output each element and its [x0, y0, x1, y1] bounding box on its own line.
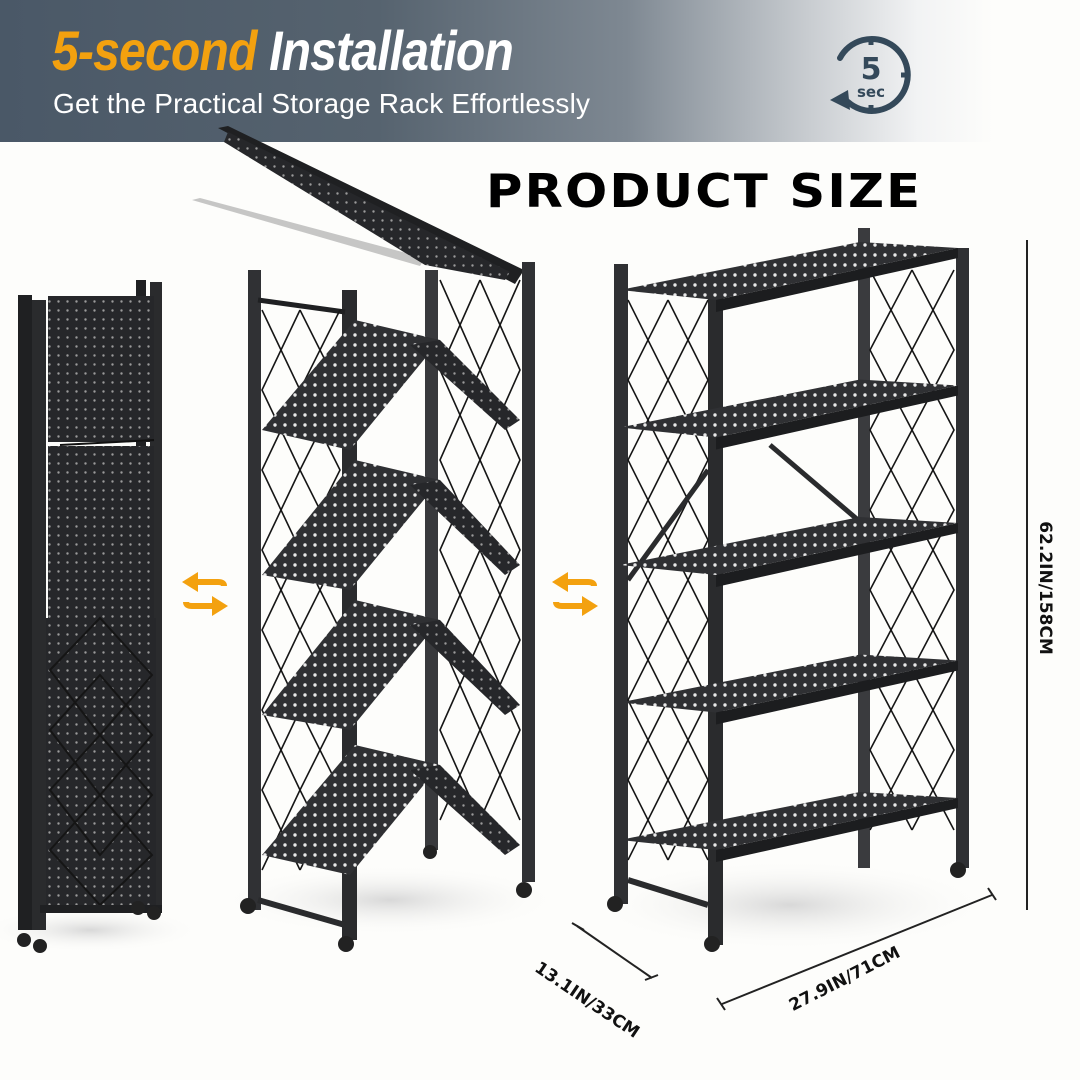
title-rest: Installation — [269, 19, 514, 82]
swap-arrows-icon — [182, 572, 228, 616]
timer-5-sec-icon: 5 sec — [830, 35, 911, 114]
height-dimension-label: 62.2IN/158CM — [1035, 521, 1055, 655]
shelf-edge — [716, 248, 958, 312]
timer-unit: sec — [857, 83, 885, 101]
unfolding-shelf — [262, 600, 520, 730]
banner-subtitle: Get the Practical Storage Rack Effortles… — [53, 88, 591, 119]
shelf-edge — [716, 385, 958, 450]
header-banner: 5-second Installation Get the Practical … — [0, 0, 1080, 142]
dimension-lines — [571, 240, 1028, 1011]
shelf-edge — [716, 660, 958, 725]
folded-rack — [0, 280, 200, 953]
unfolding-rack — [192, 126, 560, 952]
width-dimension-line — [721, 894, 993, 1005]
title-accent: 5-second — [52, 19, 257, 82]
banner-title: 5-second Installation — [52, 18, 514, 83]
unfolding-shelf — [262, 320, 520, 450]
rack-shelf — [620, 242, 958, 300]
swap-arrows-icon — [552, 572, 598, 616]
unfolding-shelf — [262, 460, 520, 590]
depth-dimension-line — [576, 925, 653, 979]
product-size-heading: PRODUCT SIZE — [486, 164, 923, 218]
shelf-edge — [716, 798, 958, 862]
unfolding-shelf — [262, 745, 520, 875]
timer-number: 5 — [861, 52, 882, 87]
rack-shelf — [620, 379, 958, 438]
rack-shelf — [620, 792, 958, 850]
rack-shelf — [620, 654, 958, 713]
assembled-rack — [590, 228, 990, 952]
shelf-edge — [716, 523, 958, 587]
rack-shelf — [620, 517, 958, 575]
